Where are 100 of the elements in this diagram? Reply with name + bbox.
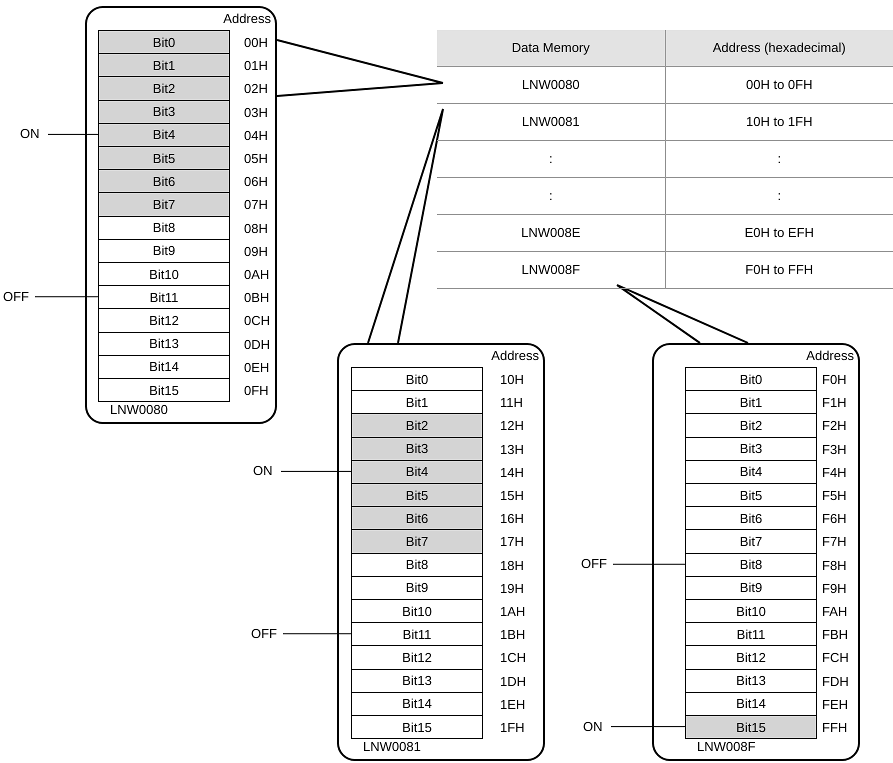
table-cell-text: LNW0081	[520, 113, 581, 132]
address-value: 00H	[244, 36, 268, 49]
state-label: ON	[253, 463, 279, 480]
address-value: 0AH	[244, 268, 270, 281]
bit-label: Bit14	[402, 697, 432, 710]
bit-cell	[685, 460, 817, 484]
bit-label: Bit15	[402, 720, 432, 734]
bit-cell	[351, 599, 483, 624]
bit-label: Bit3	[406, 442, 428, 456]
address-value: 19H	[500, 582, 524, 595]
bit-label: Bit15	[149, 384, 179, 397]
register-name: LNW0081	[363, 740, 421, 754]
state-label: OFF	[251, 626, 281, 642]
address-value: 02H	[244, 82, 268, 96]
bit-label: Bit9	[406, 581, 428, 594]
address-value: FCH	[822, 651, 849, 664]
column-heading: Address	[491, 349, 539, 362]
bit-cell	[98, 53, 230, 78]
state-label: OFF	[3, 288, 33, 305]
bit-label: Bit9	[740, 581, 762, 594]
bit-label: Bit4	[152, 128, 176, 142]
bit-label: Bit9	[152, 244, 176, 258]
address-value: F4H	[822, 466, 847, 479]
table-cell-text: LNW0080	[520, 76, 581, 94]
table-cell: 10H to 1FH	[664, 104, 893, 140]
bit-label: Bit11	[150, 290, 178, 304]
bit-label: Bit15	[736, 720, 766, 734]
bit-label: Bit1	[406, 396, 428, 409]
bit-cell	[685, 552, 817, 577]
state-label: ON	[20, 126, 46, 142]
address-value: 11H	[500, 396, 523, 410]
bit-cell	[98, 100, 230, 124]
address-value: F2H	[822, 419, 847, 432]
bit-cell	[685, 576, 817, 600]
bit-label: Bit7	[740, 534, 762, 548]
address-value: 17H	[500, 535, 524, 548]
address-value: F9H	[822, 582, 847, 595]
bit-cell	[685, 483, 817, 508]
address-value: 06H	[244, 175, 268, 188]
bit-cell	[685, 436, 817, 461]
address-value: FAH	[822, 605, 848, 618]
table-cell: :	[664, 178, 893, 214]
table-row	[437, 178, 893, 215]
bit-cell	[98, 378, 230, 402]
bit-label: Bit12	[402, 650, 432, 664]
bit-cell	[98, 238, 230, 263]
bit-label: Bit5	[406, 488, 428, 502]
address-value: 12H	[500, 419, 524, 432]
bit-cell	[351, 529, 483, 554]
bit-label: Bit13	[402, 674, 432, 688]
bit-cell	[685, 622, 817, 646]
state-label: OFF	[581, 556, 611, 572]
address-value: 0FH	[244, 384, 269, 397]
bit-cell	[98, 76, 230, 101]
bit-label: Bit3	[740, 442, 762, 456]
bit-label: Bit10	[402, 604, 432, 618]
column-heading: Address	[223, 12, 271, 25]
table-row	[437, 252, 893, 289]
bit-cell	[351, 692, 483, 716]
bit-cell	[351, 622, 483, 646]
address-value: FBH	[822, 628, 848, 642]
bit-cell	[98, 354, 230, 379]
address-value: 0BH	[244, 291, 270, 304]
address-value: FDH	[822, 674, 849, 688]
bit-label: Bit1	[152, 58, 176, 72]
address-value: 08H	[244, 222, 268, 235]
address-value: F8H	[822, 558, 847, 572]
column-heading: Address	[806, 349, 854, 362]
bit-label: Bit6	[152, 174, 176, 188]
table-row	[437, 67, 893, 104]
table-row	[437, 141, 893, 178]
bit-label: Bit0	[152, 36, 176, 49]
bit-cell	[351, 668, 483, 693]
leader-line	[612, 564, 686, 565]
bit-label: Bit2	[406, 418, 428, 432]
table-cell-text: :	[548, 187, 554, 206]
bit-cell	[351, 645, 483, 670]
table-cell: F0H to FFH	[664, 252, 893, 288]
table-cell-text: LNW008F	[520, 261, 582, 280]
bit-cell	[351, 483, 483, 508]
leader-line	[48, 134, 98, 135]
bit-label: Bit6	[740, 512, 762, 525]
header-cell: Address (hexadecimal)	[664, 30, 893, 66]
bit-label: Bit10	[149, 268, 179, 281]
address-value: 13H	[500, 442, 524, 456]
address-value: F7H	[822, 535, 847, 548]
bit-label: Bit14	[149, 360, 179, 374]
bit-cell	[685, 413, 817, 438]
callout-pointer	[616, 284, 749, 344]
address-value: 0CH	[244, 314, 270, 328]
address-value: FEH	[822, 698, 848, 711]
bit-cell	[351, 390, 483, 414]
address-value: F0H	[822, 373, 847, 386]
bit-cell	[685, 668, 817, 693]
bit-cell	[98, 122, 230, 147]
bit-cell	[351, 715, 483, 740]
bit-cell	[98, 169, 230, 194]
leader-line	[280, 470, 352, 472]
bit-cell	[685, 529, 817, 554]
address-value: 05H	[244, 152, 268, 165]
